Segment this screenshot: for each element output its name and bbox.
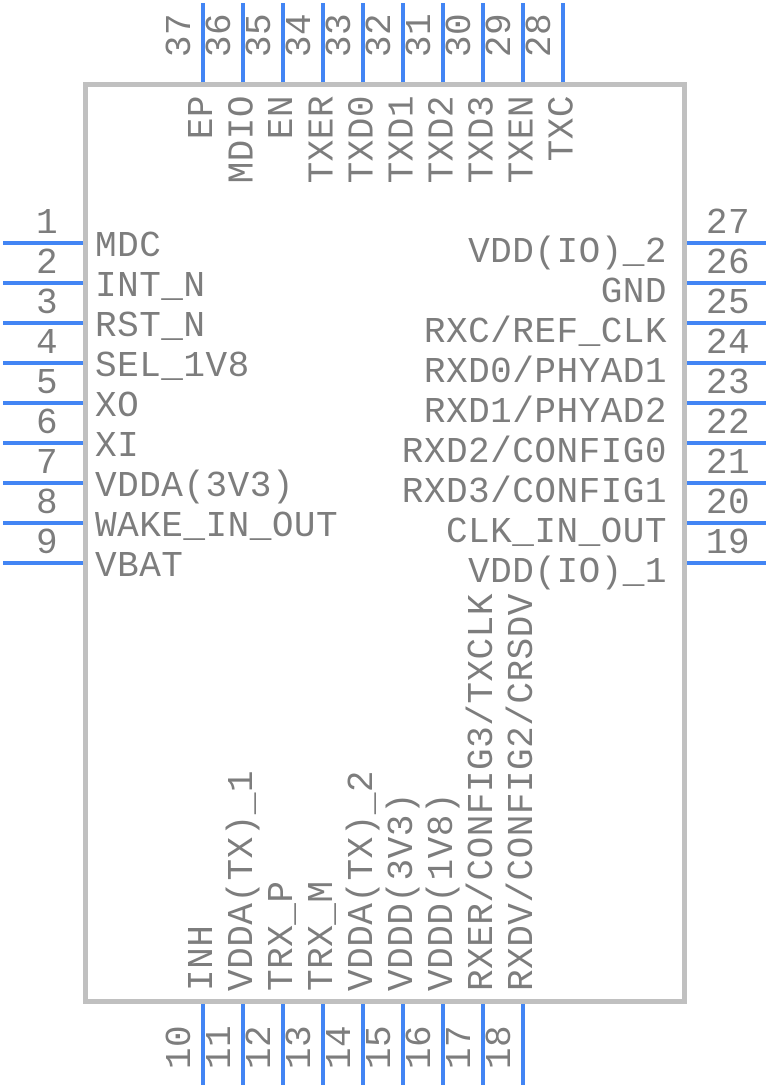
pin-label: XO <box>95 386 140 427</box>
pin-number: 22 <box>705 403 751 444</box>
pin-number: 8 <box>35 483 59 524</box>
pin-number: 17 <box>440 1024 481 1070</box>
pin-line <box>361 1004 365 1085</box>
pin-line <box>3 361 83 365</box>
pin-label: VDD(IO)_2 <box>468 232 667 273</box>
pin-label: GND <box>600 272 667 313</box>
pin-label: SEL_1V8 <box>95 346 250 387</box>
pin-number: 20 <box>705 483 751 524</box>
pin-label: VDDD(1V8) <box>422 792 463 991</box>
ic-body <box>83 82 687 1004</box>
pin-line <box>281 1004 285 1085</box>
pin-line <box>521 3 525 82</box>
pin-label: VDDD(3V3) <box>382 792 423 991</box>
pin-line <box>687 361 766 365</box>
pin-label: RXD3/CONFIG1 <box>401 472 667 513</box>
pin-label: XI <box>95 426 140 467</box>
pin-label: INT_N <box>95 266 206 307</box>
pin-label: RXDV/CONFIG2/CRSDV <box>502 593 543 991</box>
pin-number: 14 <box>320 1024 361 1070</box>
pin-line <box>3 481 83 485</box>
pin-number: 3 <box>35 283 59 324</box>
pin-line <box>687 321 766 325</box>
pin-label: TRX_P <box>262 880 303 991</box>
pin-number: 1 <box>35 203 59 244</box>
pin-label: VDDA(TX)_2 <box>342 769 383 991</box>
pin-line <box>3 321 83 325</box>
pin-number: 25 <box>705 283 751 324</box>
pin-line <box>201 3 205 82</box>
pin-label: RXD0/PHYAD1 <box>423 352 667 393</box>
pin-line <box>321 3 325 82</box>
pin-line <box>687 521 766 525</box>
pin-number: 15 <box>360 1024 401 1070</box>
pin-line <box>481 3 485 82</box>
pin-line <box>3 281 83 285</box>
pin-label: VDD(IO)_1 <box>468 552 667 593</box>
pin-label: RXC/REF_CLK <box>423 312 667 353</box>
pin-number: 21 <box>705 443 751 484</box>
pin-label: RXD1/PHYAD2 <box>423 392 667 433</box>
pin-line <box>687 441 766 445</box>
pin-number: 11 <box>200 1024 241 1070</box>
pin-line <box>321 1004 325 1085</box>
pin-line <box>3 521 83 525</box>
pin-line <box>241 1004 245 1085</box>
pin-label: VDDA(TX)_1 <box>222 769 263 991</box>
pin-number: 24 <box>705 323 751 364</box>
pin-label: INH <box>182 924 223 991</box>
pin-number: 12 <box>240 1024 281 1070</box>
pin-line <box>561 3 565 82</box>
pin-number: 4 <box>35 323 59 364</box>
pin-line <box>361 3 365 82</box>
pin-line <box>401 3 405 82</box>
pin-number: 7 <box>35 443 59 484</box>
pin-line <box>441 1004 445 1085</box>
pin-line <box>201 1004 205 1085</box>
pin-line <box>687 241 766 245</box>
pin-label: RXER/CONFIG3/TXCLK <box>462 593 503 991</box>
pin-number: 6 <box>35 403 59 444</box>
pin-number: 26 <box>705 243 751 284</box>
pin-label: RXD2/CONFIG0 <box>401 432 667 473</box>
pin-line <box>521 1004 525 1085</box>
pin-number: 19 <box>705 523 751 564</box>
pin-line <box>687 281 766 285</box>
pin-line <box>3 241 83 245</box>
pin-label: WAKE_IN_OUT <box>95 506 339 547</box>
pin-line <box>687 481 766 485</box>
pin-line <box>3 441 83 445</box>
pin-line <box>281 3 285 82</box>
pin-line <box>3 561 83 565</box>
pin-label: MDC <box>95 226 162 267</box>
pin-label: TRX_M <box>302 880 343 991</box>
pin-number: 5 <box>35 363 59 404</box>
pin-number: 9 <box>35 523 59 564</box>
pin-number: 18 <box>480 1024 521 1070</box>
pin-line <box>481 1004 485 1085</box>
pin-number: 27 <box>705 203 751 244</box>
pin-line <box>401 1004 405 1085</box>
pin-label: RST_N <box>95 306 206 347</box>
pin-line <box>687 401 766 405</box>
pin-line <box>241 3 245 82</box>
pin-number: 16 <box>400 1024 441 1070</box>
pin-number: 13 <box>280 1024 321 1070</box>
pin-line <box>687 561 766 565</box>
pin-line <box>441 3 445 82</box>
pin-number: 23 <box>705 363 751 404</box>
pin-label: VDDA(3V3) <box>95 466 294 507</box>
pin-number: 10 <box>160 1024 201 1070</box>
pin-label: CLK_IN_OUT <box>445 512 667 553</box>
pin-label: VBAT <box>95 546 184 587</box>
pin-line <box>3 401 83 405</box>
pin-number: 2 <box>35 243 59 284</box>
